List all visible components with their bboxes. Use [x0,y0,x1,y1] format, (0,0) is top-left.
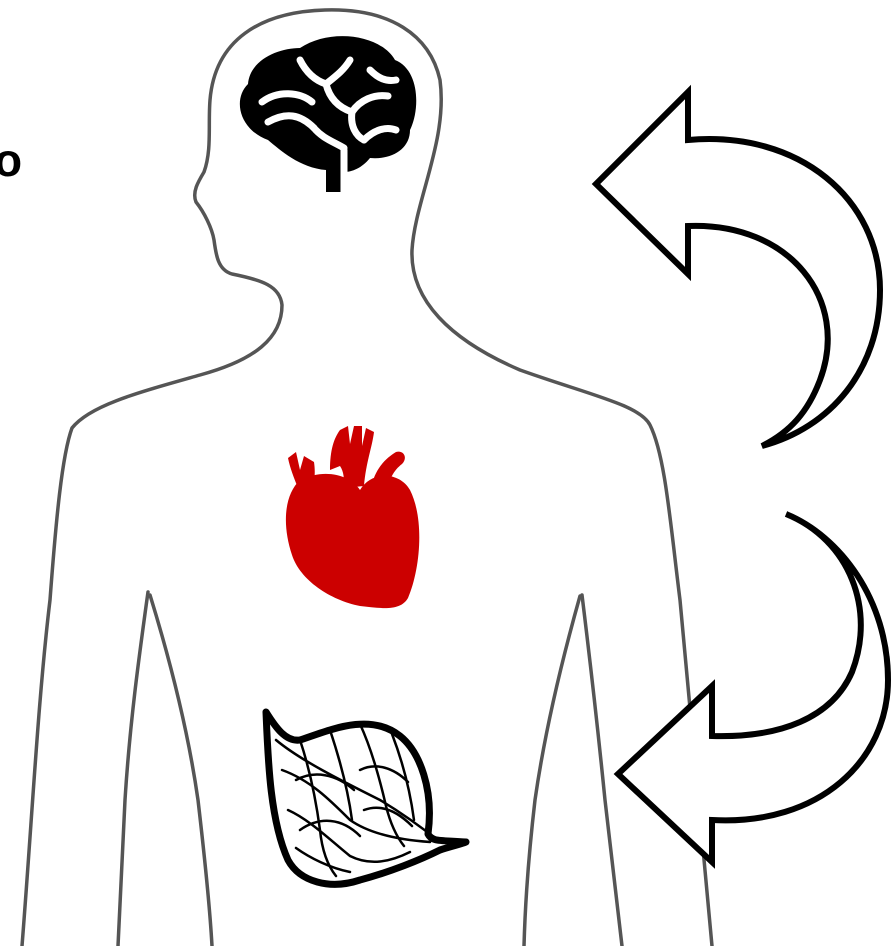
gut-veins [276,724,440,876]
curved-arrow-up-left-icon [596,92,880,446]
heart-body [286,474,419,608]
upper-arrow-shape [596,92,880,446]
brain-icon [240,36,416,192]
left-arm-inner-line [118,592,148,946]
lower-arrow-shape [618,514,888,862]
right-arm-inner-line [582,595,622,946]
brain-shape [240,36,416,192]
heart-vessel-left [288,452,315,494]
curved-arrow-down-left-icon [618,514,888,862]
left-torso-side-line [150,595,212,946]
right-torso-side-line [524,596,580,946]
heart-icon [286,426,419,608]
cropped-label-text: o [0,132,22,188]
gut-icon [266,712,466,884]
